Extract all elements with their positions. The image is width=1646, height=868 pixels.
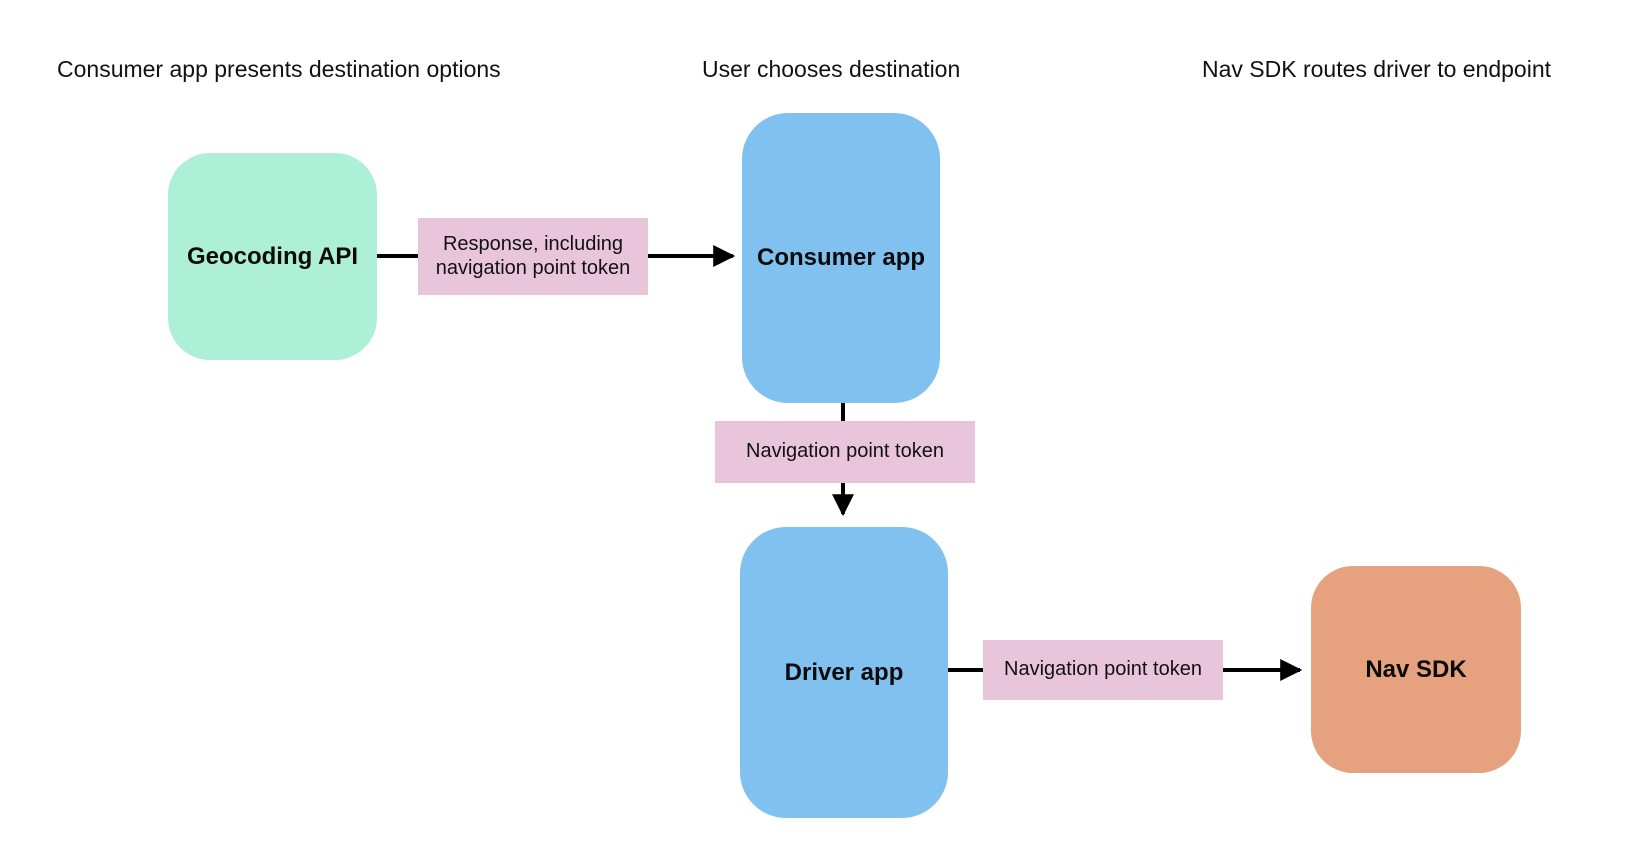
node-geocoding-api: Geocoding API xyxy=(168,153,377,360)
edge-label-response-text: Response, including navigation point tok… xyxy=(435,232,631,279)
node-driver-app: Driver app xyxy=(740,527,948,818)
edge-label-navigation-point-token-1: Navigation point token xyxy=(715,421,975,483)
edge-label-token-1-text: Navigation point token xyxy=(746,440,944,463)
node-driver-app-label: Driver app xyxy=(784,658,904,686)
stage-label-consumer-presents: Consumer app presents destination option… xyxy=(57,56,501,82)
node-nav-sdk-label: Nav SDK xyxy=(1365,655,1467,683)
node-geocoding-api-label: Geocoding API xyxy=(186,242,359,270)
edge-label-response-including-token: Response, including navigation point tok… xyxy=(418,218,648,295)
edge-label-navigation-point-token-2: Navigation point token xyxy=(983,640,1223,700)
node-nav-sdk: Nav SDK xyxy=(1311,566,1521,773)
stage-label-user-chooses: User chooses destination xyxy=(702,56,961,82)
node-consumer-app-label: Consumer app xyxy=(756,244,926,271)
edge-label-token-2-text: Navigation point token xyxy=(1004,658,1202,681)
node-consumer-app: Consumer app xyxy=(742,113,940,403)
stage-label-navsdk-routes: Nav SDK routes driver to endpoint xyxy=(1202,56,1552,82)
